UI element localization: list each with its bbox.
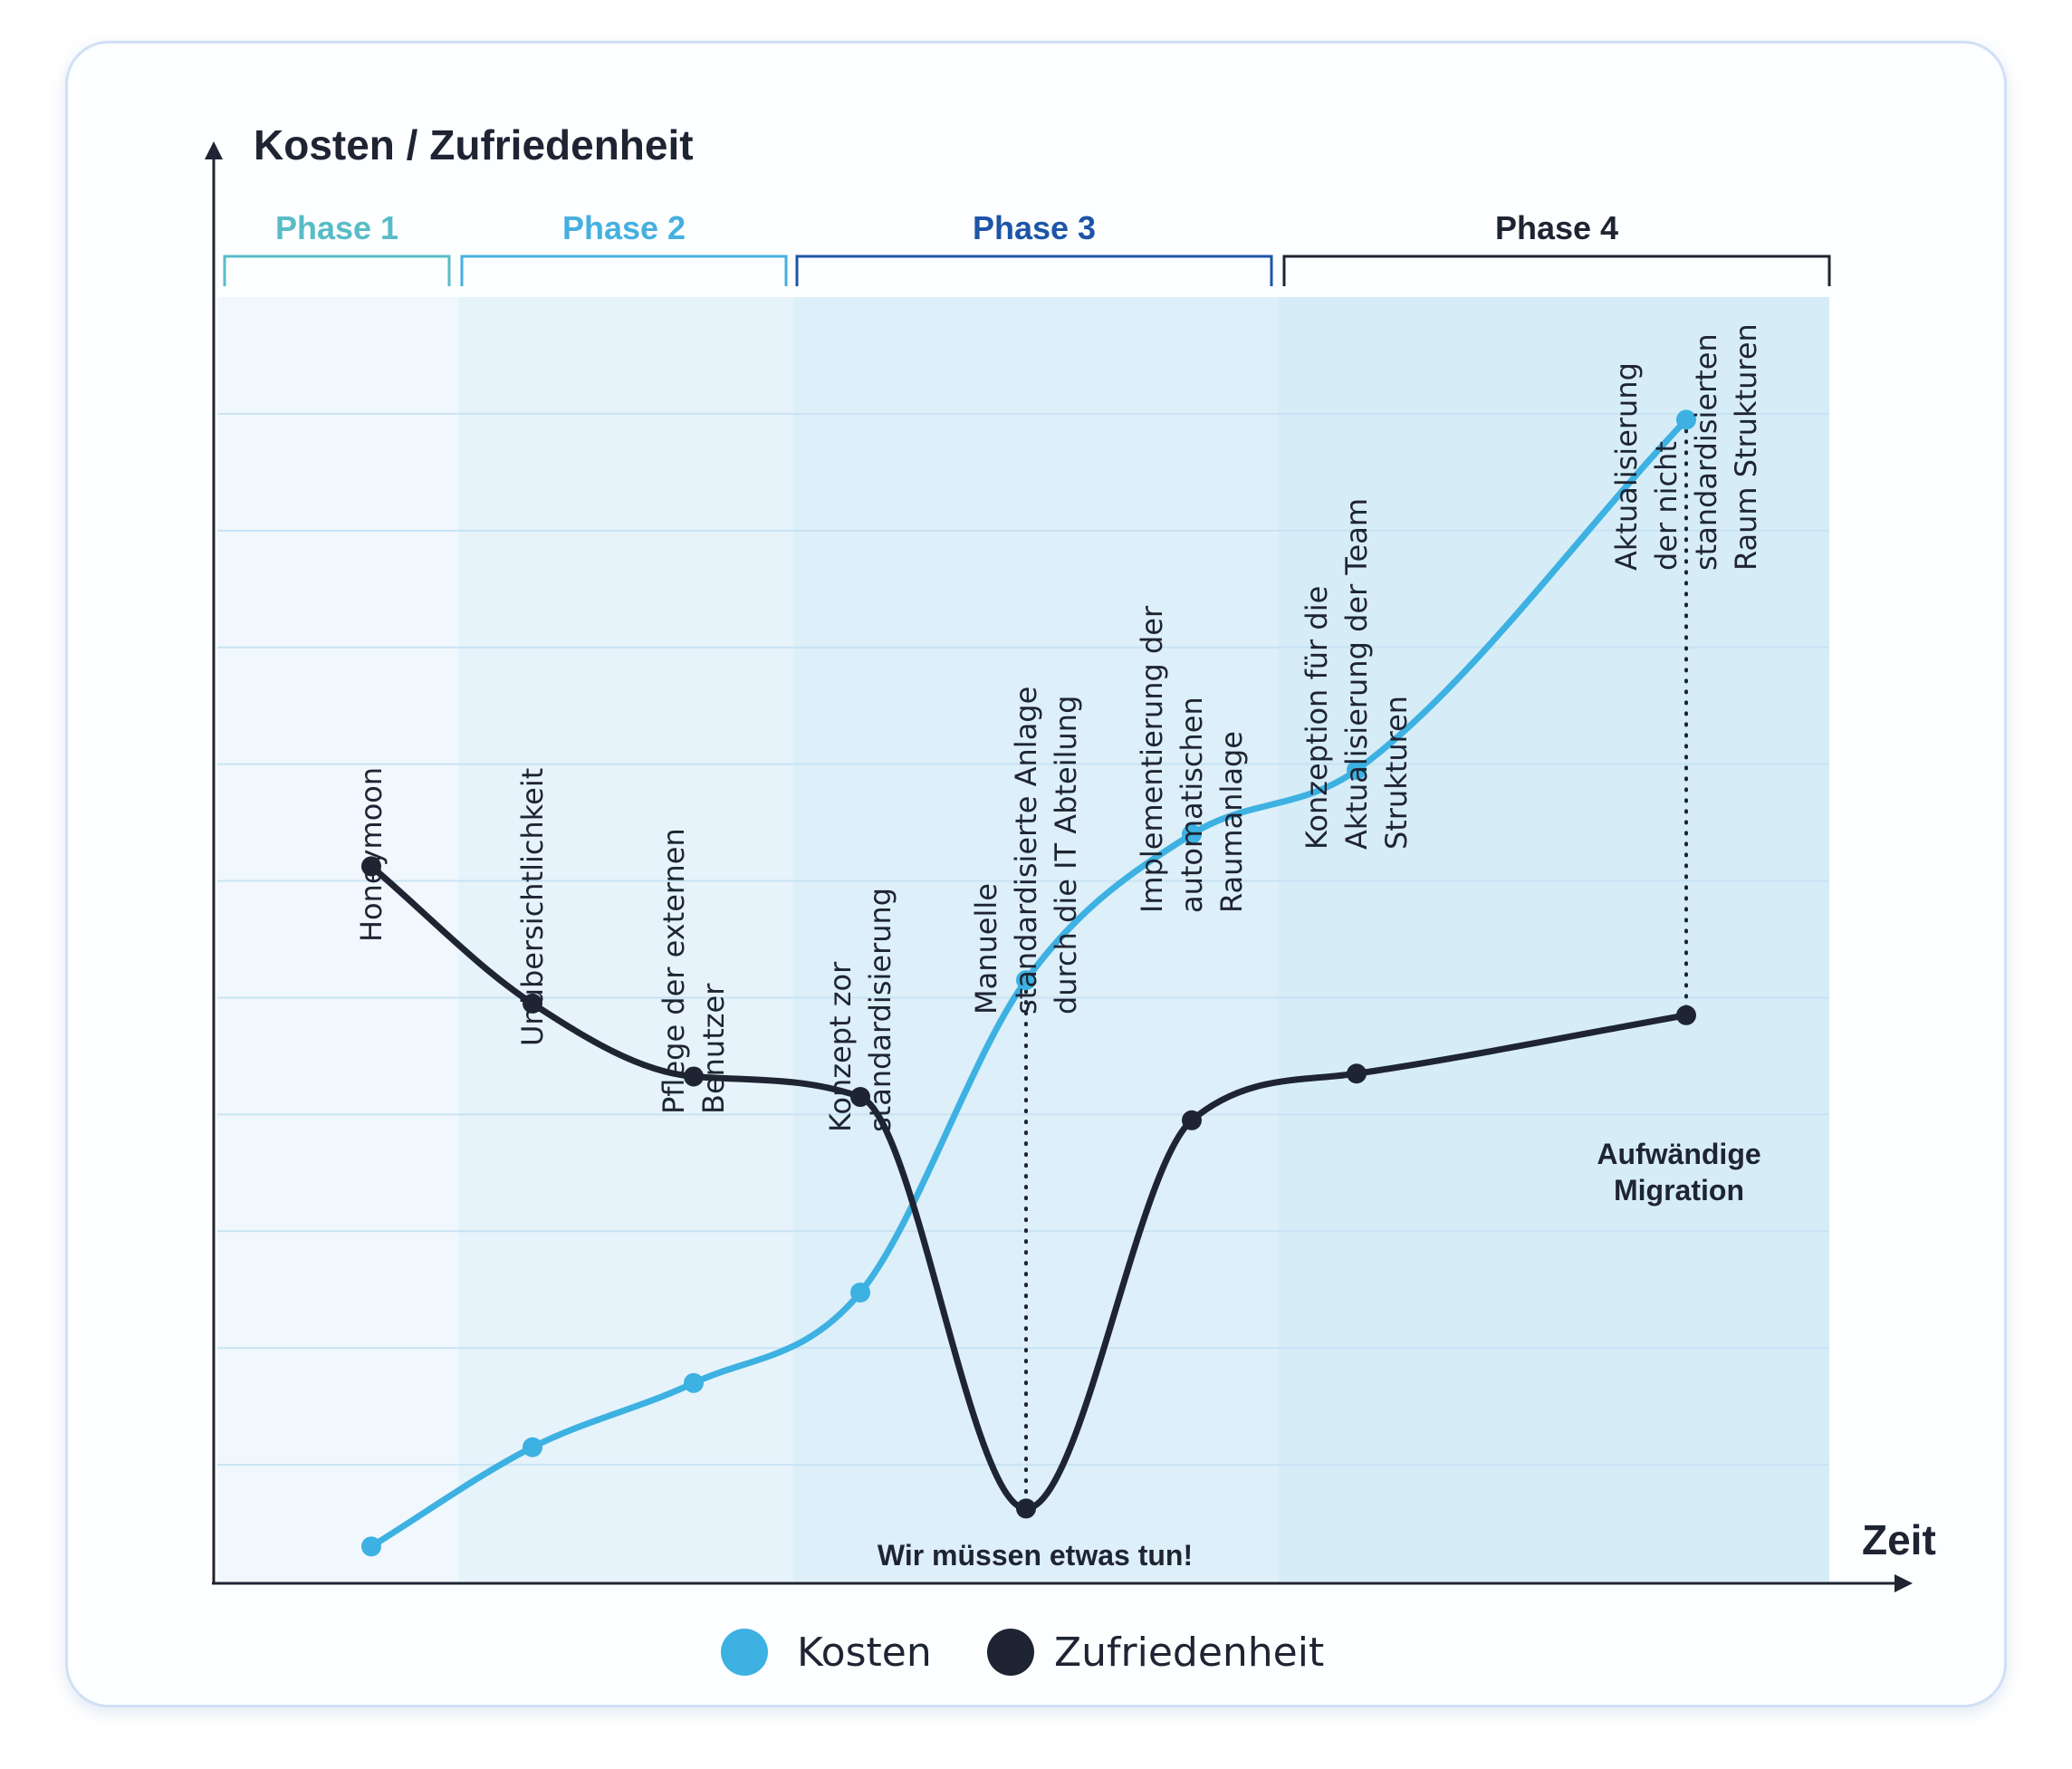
phase-bracket (795, 255, 1273, 286)
milestone-label-line: Raumanlage (1214, 731, 1249, 913)
kosten-point (523, 1437, 542, 1457)
note-bottom: Wir müssen etwas tun! (878, 1539, 1193, 1572)
kosten-point (1676, 409, 1696, 430)
kosten-line (368, 416, 1690, 1550)
kosten-point (1182, 823, 1202, 844)
milestone-label-line: standardisierten (1689, 333, 1723, 571)
zufriedenheit-point (684, 1066, 704, 1087)
kosten-point (684, 1372, 704, 1393)
milestone-label-line: Konzept zor (823, 961, 858, 1132)
phase-label: Phase 4 (1495, 209, 1618, 246)
milestone-label-line: standardisierte Anlage (1009, 687, 1043, 1014)
phase-label: Phase 3 (973, 209, 1096, 246)
phase-band (1279, 297, 1829, 1582)
phase-label: Phase 1 (275, 209, 398, 246)
milestone-label-line: Aktualisierung der Team (1339, 498, 1374, 850)
milestone-label-line: Honeymoon (354, 767, 388, 942)
milestone-label-line: Implementierung der (1135, 605, 1169, 913)
milestone-label-line: Unübersichtlichkeit (515, 768, 550, 1046)
milestone-label-line: der nicht (1649, 441, 1684, 571)
milestone-label-line: Aktualisierung (1609, 362, 1644, 571)
zufriedenheit-point (1347, 1063, 1367, 1084)
milestone-label-line: Pflege der externen (657, 828, 691, 1114)
phase-band (217, 297, 458, 1582)
x-axis-label: Zeit (1862, 1516, 1936, 1563)
legend-label: Kosten (797, 1630, 932, 1676)
milestone-label-line: automatischen (1175, 697, 1209, 913)
milestone-label-line: Benutzer (696, 983, 731, 1114)
legend-marker (987, 1629, 1034, 1676)
milestone-label-line: Manuelle (969, 883, 1003, 1014)
milestone-label: Unübersichtlichkeit (515, 768, 550, 1046)
kosten-point (361, 1536, 381, 1557)
phase-band (793, 297, 1279, 1582)
zufriedenheit-point (1182, 1110, 1202, 1130)
zufriedenheit-point (361, 856, 381, 877)
y-axis-label: Kosten / Zufriedenheit (254, 121, 694, 168)
zufriedenheit-point (1016, 1498, 1036, 1519)
milestone-label-line: Raum Strukturen (1729, 323, 1763, 571)
y-axis-arrow (205, 141, 223, 159)
zufriedenheit-point (850, 1087, 870, 1108)
legend-label: Zufriedenheit (1054, 1630, 1324, 1676)
milestone-label-line: Strukturen (1379, 696, 1414, 850)
milestone-label: Honeymoon (354, 767, 388, 942)
milestone-label-line: durch die IT Abteilung (1049, 696, 1083, 1014)
note-end-line: Migration (1614, 1174, 1744, 1207)
note-end-line: Aufwändige (1597, 1138, 1760, 1170)
phase-bracket (223, 255, 451, 286)
phase-bracket (1282, 255, 1831, 286)
legend-marker (721, 1629, 768, 1676)
x-axis-arrow (1895, 1574, 1913, 1592)
phase-label: Phase 2 (562, 209, 686, 246)
milestone-label-line: standardisierung (863, 888, 897, 1132)
kosten-point (850, 1282, 870, 1303)
kosten-point (1347, 760, 1367, 781)
zufriedenheit-point (1676, 1005, 1696, 1025)
milestone-label-line: Konzeption für die (1300, 586, 1334, 850)
phase-bracket (460, 255, 788, 286)
zufriedenheit-point (523, 993, 542, 1014)
phase-band (458, 297, 793, 1582)
kosten-point (1016, 970, 1036, 991)
